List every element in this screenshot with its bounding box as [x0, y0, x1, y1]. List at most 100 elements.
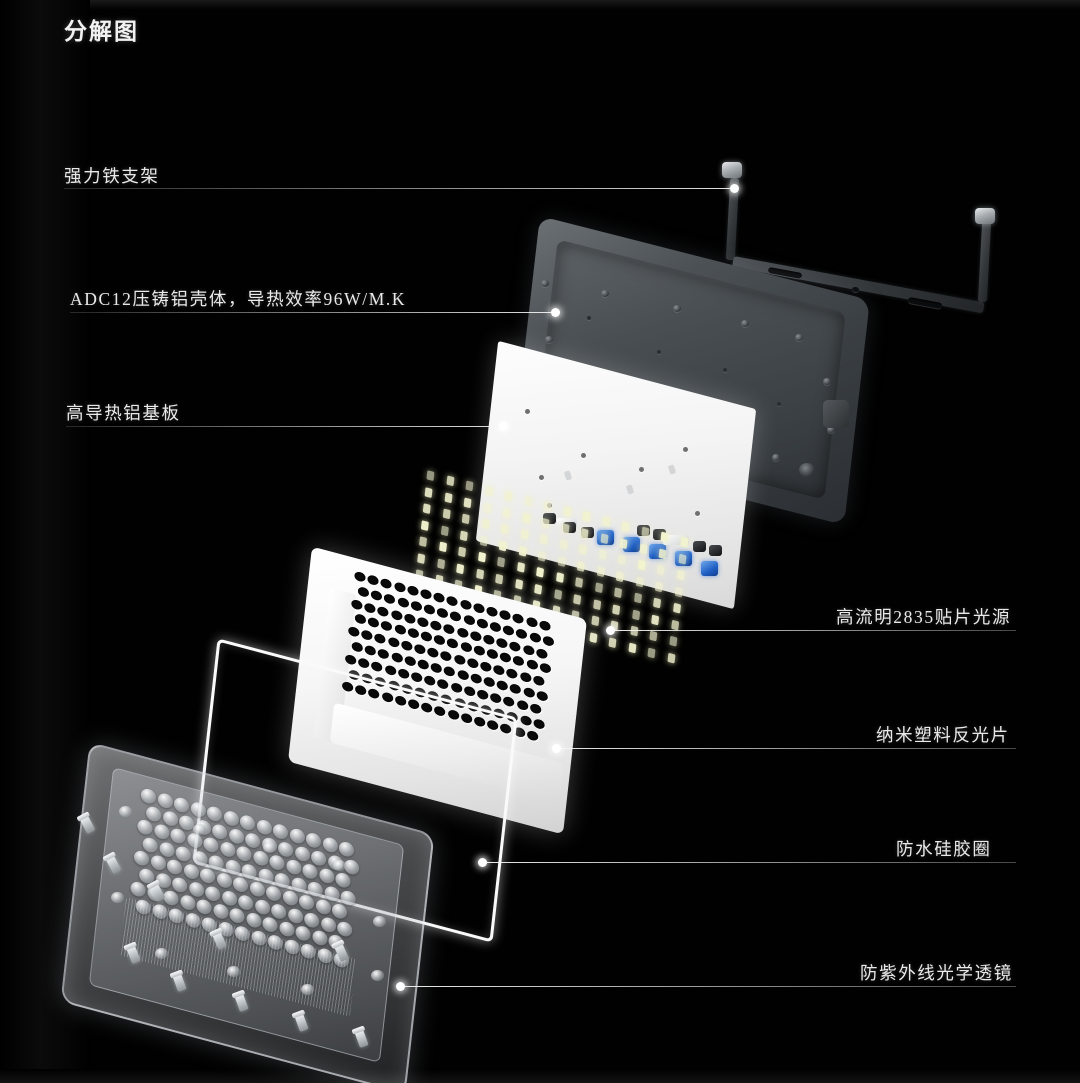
led-chip: [579, 544, 587, 555]
lens-dome: [219, 840, 236, 858]
reflector-hole: [364, 645, 376, 657]
reflector-hole: [499, 609, 511, 621]
lens-dome: [130, 880, 147, 898]
led-chip: [458, 546, 466, 557]
reflector-hole: [417, 616, 429, 628]
led-chip: [538, 550, 546, 561]
reflector-hole: [456, 626, 468, 638]
lens-dome: [287, 906, 304, 924]
lens-dome: [223, 809, 240, 827]
lens-dome: [245, 911, 262, 929]
led-chip: [676, 570, 684, 581]
led-chip: [609, 637, 617, 648]
callout-dot-housing: [551, 308, 560, 317]
led-chip: [673, 603, 681, 614]
callout-label-leds: 高流明2835贴片光源: [836, 604, 1011, 629]
reflector-hole: [377, 605, 389, 617]
lens-dome: [216, 871, 233, 889]
reflector-hole: [414, 643, 426, 655]
lens-dome: [257, 867, 274, 885]
lens-dome: [289, 827, 306, 845]
lens-dome: [239, 814, 256, 832]
led-chip: [437, 558, 445, 569]
lens-dome: [290, 875, 307, 893]
lens-dome: [294, 844, 311, 862]
led-chip: [444, 492, 452, 503]
reflector-hole: [460, 641, 472, 653]
led-chip: [446, 475, 454, 486]
reflector-hole: [526, 616, 538, 628]
led-chip: [439, 541, 447, 552]
led-chip: [503, 507, 511, 518]
reflector-hole: [351, 641, 363, 653]
led-chip: [522, 512, 530, 523]
led-chip: [501, 524, 509, 535]
led-chip: [628, 642, 636, 653]
reflector-hole: [384, 593, 396, 605]
lens-dome: [272, 823, 289, 841]
led-chip: [634, 592, 642, 603]
lens-dome: [262, 916, 279, 934]
led-chip: [641, 526, 649, 537]
callout-label-pcb: 高导热铝基板: [66, 400, 181, 425]
reflector-hole: [480, 661, 492, 673]
lens-dome: [331, 902, 348, 920]
lens-dome: [303, 911, 320, 929]
led-chip: [620, 538, 628, 549]
lens-dome: [256, 818, 273, 836]
callout-dot-lens: [396, 982, 405, 991]
reflector-hole: [407, 585, 419, 597]
lens-dome: [318, 867, 335, 885]
callout-line-gasket: [484, 862, 1016, 863]
reflector-hole: [486, 648, 498, 660]
reflector-hole: [506, 668, 518, 680]
reflector-hole: [437, 607, 449, 619]
led-chip: [536, 567, 544, 578]
reflector-hole: [533, 675, 545, 687]
led-chip: [417, 553, 425, 564]
led-chip: [589, 632, 597, 643]
lens-dome: [196, 898, 213, 916]
component-uv-lens: [75, 788, 420, 1048]
led-chip: [657, 565, 665, 576]
lens-dome: [199, 867, 216, 885]
lens-dome: [282, 889, 299, 907]
callout-label-reflector: 纳米塑料反光片: [876, 722, 1010, 747]
reflector-hole: [394, 624, 406, 636]
lens-dome: [137, 818, 154, 836]
lens-dome: [335, 871, 352, 889]
reflector-hole: [417, 659, 429, 671]
led-chip: [504, 491, 512, 502]
reflector-hole: [526, 730, 538, 742]
lens-dome: [228, 827, 245, 845]
led-chip: [440, 525, 448, 536]
led-chip: [543, 501, 551, 512]
reflector-hole: [348, 626, 360, 638]
reflector-hole: [529, 631, 541, 643]
callout-line-pcb: [66, 426, 503, 427]
reflector-hole: [384, 664, 396, 676]
lens-dome: [232, 876, 249, 894]
lens-dome: [320, 915, 337, 933]
reflector-hole: [509, 640, 521, 652]
led-chip: [476, 568, 484, 579]
led-chip: [591, 615, 599, 626]
lens-dome: [302, 862, 319, 880]
led-chip: [632, 609, 640, 620]
led-chip: [419, 536, 427, 547]
led-chip: [425, 487, 433, 498]
lens-dome: [236, 845, 253, 863]
reflector-hole: [430, 619, 442, 631]
reflector-hole: [512, 613, 524, 625]
reflector-hole: [358, 657, 370, 669]
reflector-hole: [407, 627, 419, 639]
led-chip: [678, 553, 686, 564]
lens-dome: [278, 920, 295, 938]
led-chip: [481, 519, 489, 530]
led-chip: [602, 516, 610, 527]
callout-label-bracket: 强力铁支架: [64, 163, 160, 188]
led-chip: [659, 548, 667, 559]
led-chip: [596, 566, 604, 577]
led-chip: [478, 552, 486, 563]
reflector-hole: [526, 659, 538, 671]
